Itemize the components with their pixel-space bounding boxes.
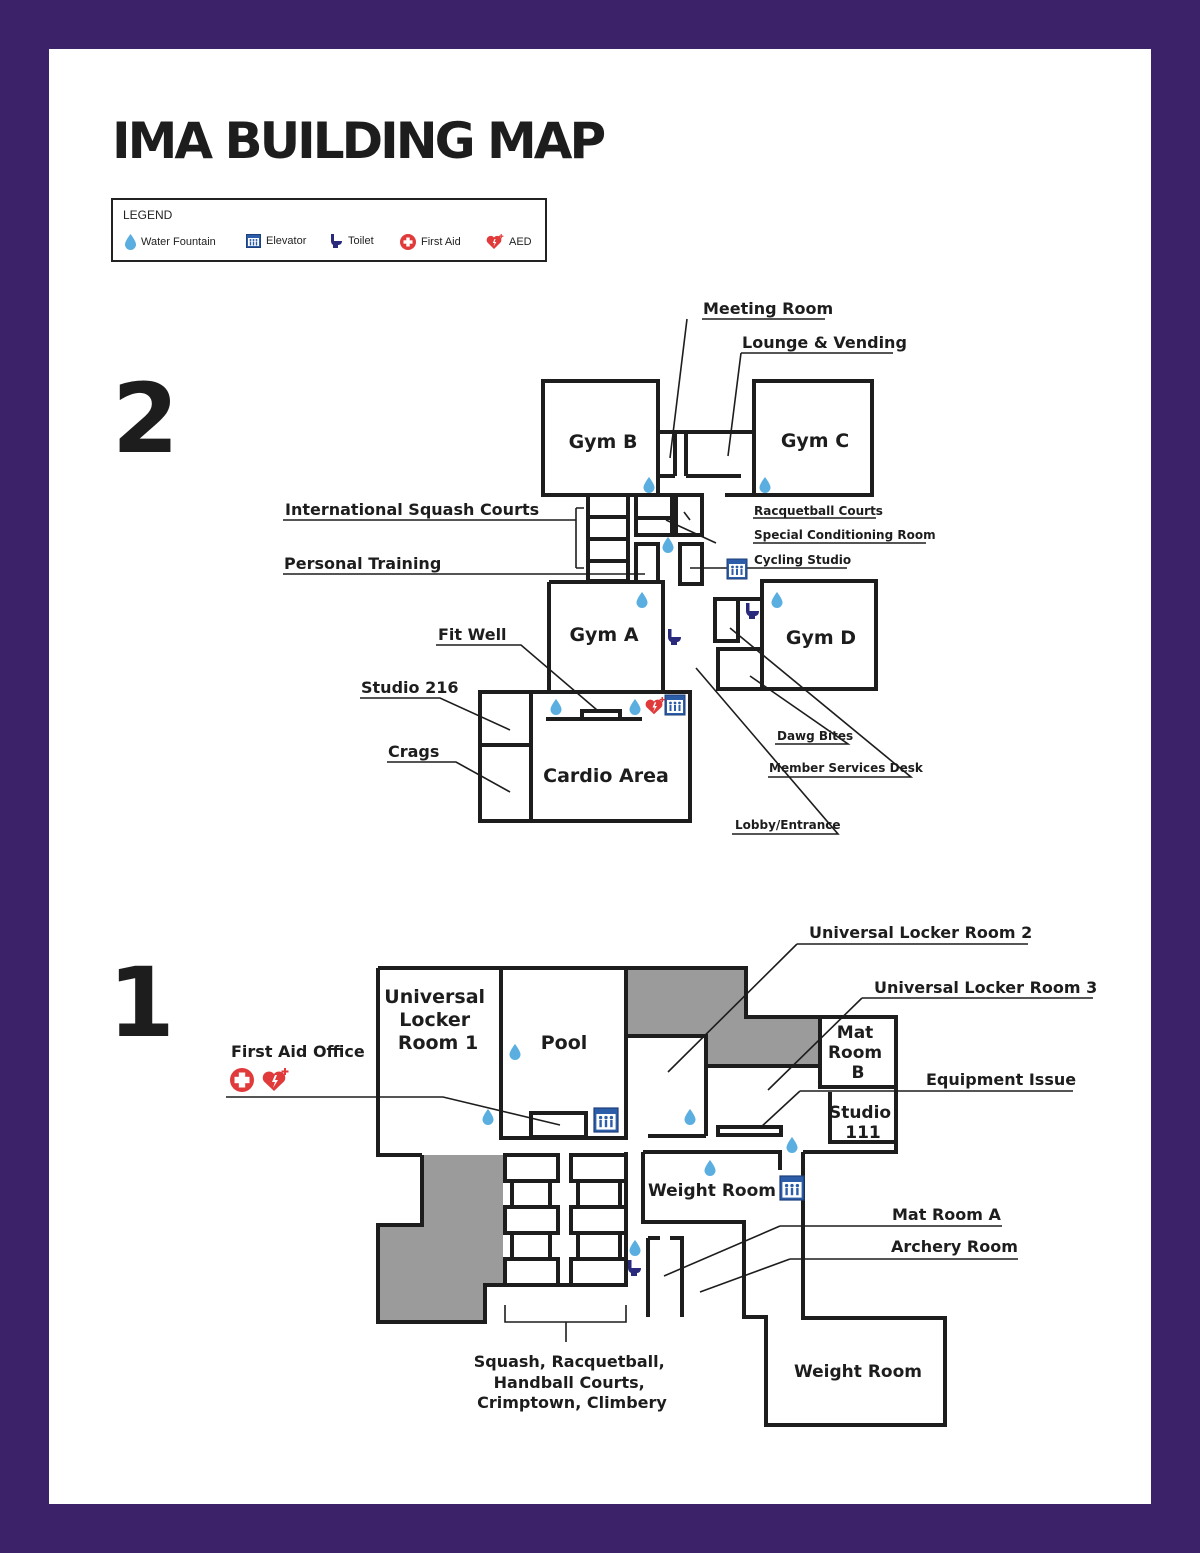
- callout-lobby-entrance: Lobby/Entrance: [735, 818, 841, 832]
- water-drop-icon: [771, 592, 783, 608]
- water-drop-icon: [636, 592, 648, 608]
- page-title: IMA BUILDING MAP: [112, 112, 606, 170]
- floor-1-walls: [376, 966, 947, 1427]
- water-drop-icon: [482, 1109, 494, 1125]
- floor-2-walls: [478, 379, 878, 823]
- floor-2-callout-labels: Meeting Room Lounge & Vending Internatio…: [284, 299, 936, 832]
- callout-personal-training: Personal Training: [284, 554, 441, 573]
- room-gym-c: Gym C: [781, 430, 849, 452]
- callout-fit-well: Fit Well: [438, 625, 507, 644]
- toilet-icon: [668, 629, 681, 645]
- water-drop-icon: [786, 1137, 798, 1153]
- legend-label: Water Fountain: [141, 236, 216, 248]
- elevator-icon: [779, 1175, 805, 1201]
- callout-courts-climbing: Squash, Racquetball, Handball Courts, Cr…: [474, 1352, 671, 1412]
- callout-special-conditioning-room: Special Conditioning Room: [754, 528, 936, 542]
- floor-2-number: 2: [112, 363, 179, 475]
- room-pool: Pool: [541, 1032, 588, 1054]
- floor-2-room-labels: Gym B Gym C Gym A Gym D Cardio Area: [543, 430, 856, 787]
- callout-first-aid-office: First Aid Office: [231, 1042, 365, 1061]
- water-drop-icon: [629, 699, 641, 715]
- water-drop-icon: [704, 1160, 716, 1176]
- water-drop-icon: [509, 1044, 521, 1060]
- legend-box: LEGEND Water Fountain Elevator Toilet Fi…: [111, 198, 547, 262]
- legend-title: LEGEND: [123, 208, 173, 222]
- legend-label: Elevator: [266, 235, 307, 247]
- room-weight-room-upper: Weight Room: [648, 1181, 776, 1201]
- legend-item-toilet: Toilet: [330, 234, 374, 248]
- callout-universal-locker-room-2: Universal Locker Room 2: [809, 923, 1032, 942]
- room-studio-111: Studio 111: [829, 1103, 897, 1143]
- callout-member-services-desk: Member Services Desk: [769, 761, 924, 775]
- floor-1-room-labels: Universal Locker Room 1 Pool Mat Room B …: [384, 986, 922, 1382]
- callout-universal-locker-room-3: Universal Locker Room 3: [874, 978, 1097, 997]
- elevator-icon: [246, 234, 261, 248]
- room-gym-d: Gym D: [786, 627, 856, 649]
- toilet-icon: [331, 234, 342, 248]
- aed-heart-icon: [645, 697, 665, 715]
- floor-1-leader-lines: [226, 943, 1093, 1342]
- floor-2-amenity-icons: [550, 477, 783, 716]
- toilet-icon: [746, 603, 759, 619]
- legend-item-aed: AED: [486, 234, 532, 250]
- floor-1-callout-labels: Universal Locker Room 2 Universal Locker…: [231, 923, 1097, 1412]
- room-cardio-area: Cardio Area: [543, 765, 669, 787]
- water-drop-icon: [684, 1109, 696, 1125]
- aed-heart-icon: [486, 234, 504, 249]
- callout-studio-216: Studio 216: [361, 678, 458, 697]
- elevator-icon: [664, 694, 686, 716]
- legend-item-water-fountain: Water Fountain: [125, 234, 216, 250]
- callout-dawg-bites: Dawg Bites: [777, 729, 853, 743]
- callout-archery-room: Archery Room: [891, 1237, 1018, 1256]
- room-gym-a: Gym A: [569, 624, 638, 646]
- floor-2-leader-lines: [283, 318, 926, 835]
- callout-racquetball-courts: Racquetball Courts: [754, 504, 883, 518]
- legend-item-elevator: Elevator: [246, 234, 306, 248]
- water-drop-icon: [629, 1240, 641, 1256]
- floor-1-number: 1: [108, 947, 175, 1059]
- room-universal-locker-room-1: Universal Locker Room 1: [384, 986, 491, 1054]
- aed-heart-icon: [262, 1068, 289, 1091]
- callout-equipment-issue: Equipment Issue: [926, 1070, 1076, 1089]
- callout-crags: Crags: [388, 742, 439, 761]
- legend-label: Toilet: [348, 235, 374, 247]
- water-drop-icon: [759, 477, 771, 493]
- water-drop-icon: [550, 699, 562, 715]
- legend-item-first-aid: First Aid: [400, 234, 461, 250]
- water-drop-icon: [125, 234, 136, 250]
- floor-1-amenity-icons: [230, 1044, 805, 1276]
- toilet-icon: [628, 1260, 641, 1276]
- water-drop-icon: [662, 537, 674, 553]
- room-weight-room-lower: Weight Room: [794, 1362, 922, 1382]
- callout-cycling-studio: Cycling Studio: [754, 553, 851, 567]
- room-gym-b: Gym B: [569, 431, 638, 453]
- elevator-icon: [593, 1107, 619, 1133]
- callout-lounge-vending: Lounge & Vending: [742, 333, 907, 352]
- callout-meeting-room: Meeting Room: [703, 299, 833, 318]
- room-mat-room-b: Mat Room B: [828, 1023, 888, 1083]
- legend-label: AED: [509, 236, 532, 248]
- elevator-icon: [726, 558, 748, 580]
- first-aid-icon: [400, 234, 416, 250]
- callout-mat-room-a: Mat Room A: [892, 1205, 1001, 1224]
- callout-international-squash-courts: International Squash Courts: [285, 500, 539, 519]
- water-drop-icon: [643, 477, 655, 493]
- legend-label: First Aid: [421, 236, 461, 248]
- first-aid-icon: [230, 1068, 254, 1092]
- map-sheet: [49, 49, 1151, 1504]
